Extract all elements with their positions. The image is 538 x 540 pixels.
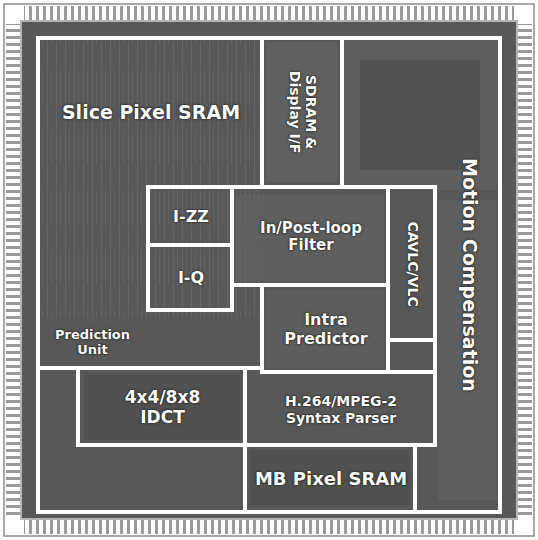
chip-block: Intra Predictor [264, 287, 388, 372]
block-label: H.264/MPEG-2 Syntax Parser [266, 393, 416, 425]
block-label: Prediction Unit [43, 328, 143, 358]
chip-block: Prediction Unit [40, 318, 145, 368]
block-label: Intra Predictor [270, 311, 382, 348]
chip-block: 4x4/8x8 IDCT [80, 370, 245, 445]
block-label: MB Pixel SRAM [255, 469, 407, 490]
block-label: I-Q [178, 269, 204, 287]
chip-block: MB Pixel SRAM [247, 447, 415, 512]
chip-block: I-Q [150, 247, 232, 310]
chip-block: CAVLC/VLC [390, 189, 435, 340]
chip-block: I-ZZ [150, 189, 232, 245]
block-label: Motion Compensation [458, 125, 480, 425]
chip-block: Motion Compensation [437, 40, 500, 510]
chip-block: Slice Pixel SRAM [40, 40, 262, 185]
block-label: I-ZZ [173, 208, 209, 226]
chip-block: SDRAM & Display I/F [264, 40, 342, 185]
chip-block: In/Post-loop Filter [234, 189, 388, 285]
block-label: In/Post-loop Filter [241, 220, 381, 255]
block-label: 4x4/8x8 IDCT [113, 388, 213, 427]
chip-block: H.264/MPEG-2 Syntax Parser [247, 374, 435, 445]
block-label: Slice Pixel SRAM [62, 102, 240, 124]
block-label: CAVLC/VLC [404, 195, 420, 335]
block-label: SDRAM & Display I/F [287, 47, 319, 179]
